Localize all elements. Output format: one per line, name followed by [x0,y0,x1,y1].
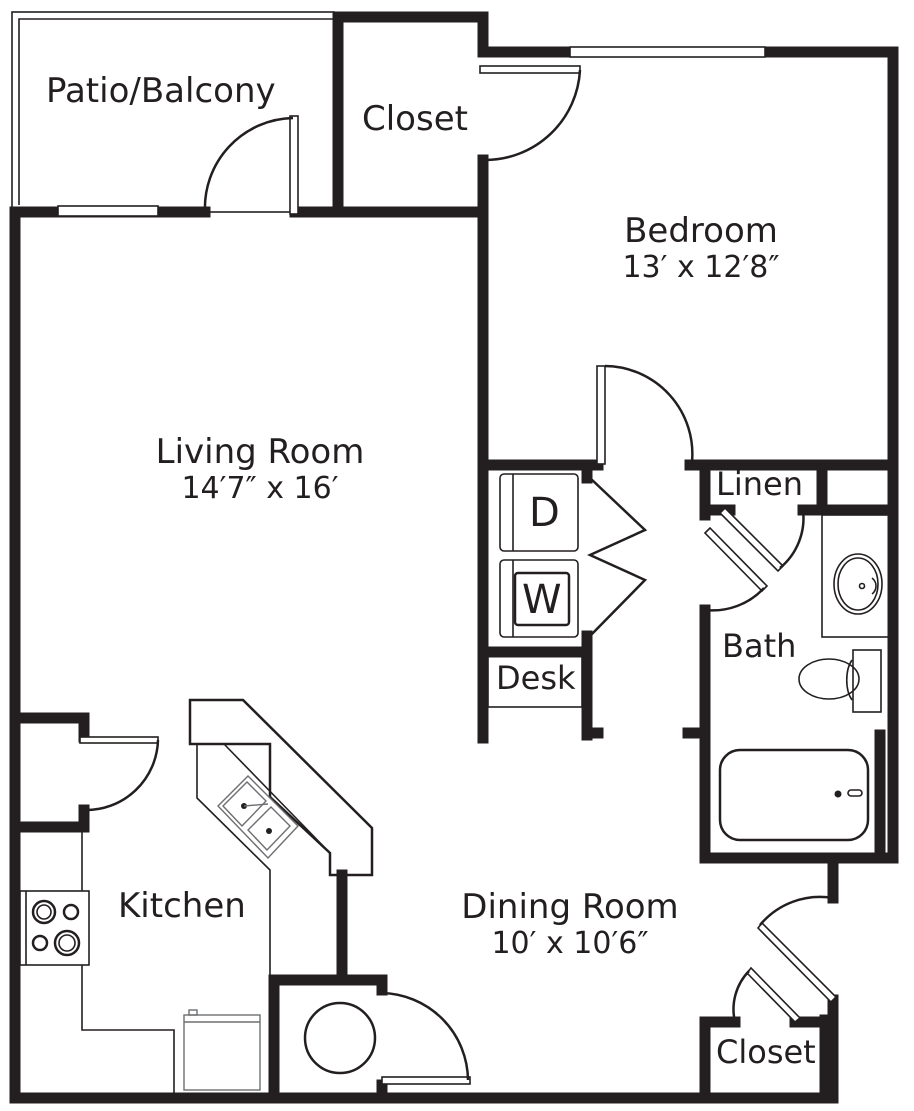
washer-dryer [499,473,579,638]
room-label-living: Living Room [155,432,365,472]
doors [79,65,838,1085]
room-label-patio: Patio/Balcony [46,71,276,111]
room-label-bath: Bath [722,627,797,665]
exterior-walls [9,11,899,1104]
room-dining: Dining Room 10′ x 10′6″ [440,887,700,962]
room-label-dining: Dining Room [461,887,679,927]
kitchen-counters [19,698,377,1098]
room-dimensions-living: 14′7″ x 16′ [181,471,339,507]
room-label-closet-bottom: Closet [716,1033,816,1071]
room-bedroom: Bedroom 13′ x 12′8″ [596,211,806,286]
room-label-bedroom: Bedroom [624,211,778,251]
washer-label: W [522,577,562,623]
room-dimensions-dining: 10′ x 10′6″ [491,926,649,962]
room-label-kitchen: Kitchen [118,886,246,926]
patio-outline [11,11,335,213]
desk-counter [487,654,583,708]
room-living: Living Room 14′7″ x 16′ [140,432,380,507]
bath-fixtures [718,514,893,842]
room-dimensions-bedroom: 13′ x 12′8″ [622,250,780,286]
room-label-linen: Linen [716,465,803,503]
dryer-label: D [529,490,560,536]
room-label-desk: Desk [496,659,576,697]
room-label-closet-top: Closet [362,99,468,139]
windows [57,46,766,217]
